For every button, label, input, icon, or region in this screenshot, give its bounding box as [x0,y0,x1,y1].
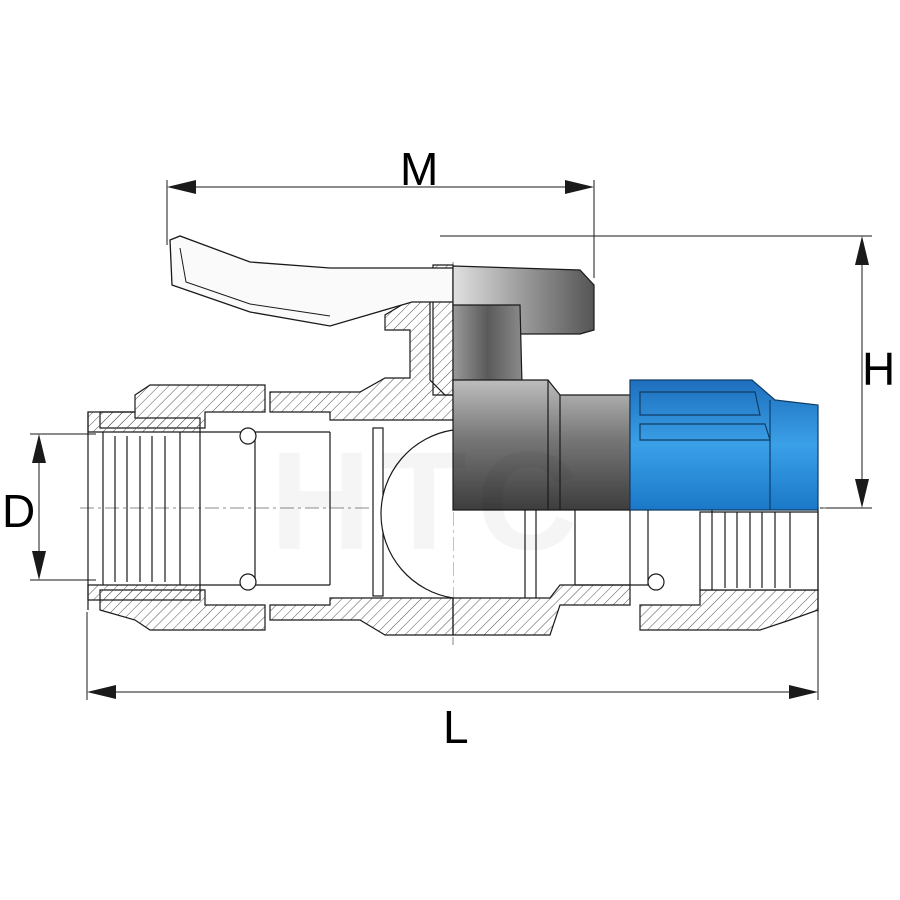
dimension-label-d: D [2,485,36,537]
valve-exterior-right [452,265,631,511]
ball [380,429,454,599]
watermark: HTC [270,420,588,582]
dimension-label-m: M [400,143,439,195]
dimension-arrows [32,180,869,699]
left-coupling-details [87,412,384,610]
dimension-lines [30,180,872,700]
blue-compression-nut [629,379,819,511]
dimension-label-l: L [443,701,469,753]
valve-section-right-lower [452,511,819,636]
dimension-label-h: H [862,343,896,395]
right-coupling-details [524,510,819,612]
